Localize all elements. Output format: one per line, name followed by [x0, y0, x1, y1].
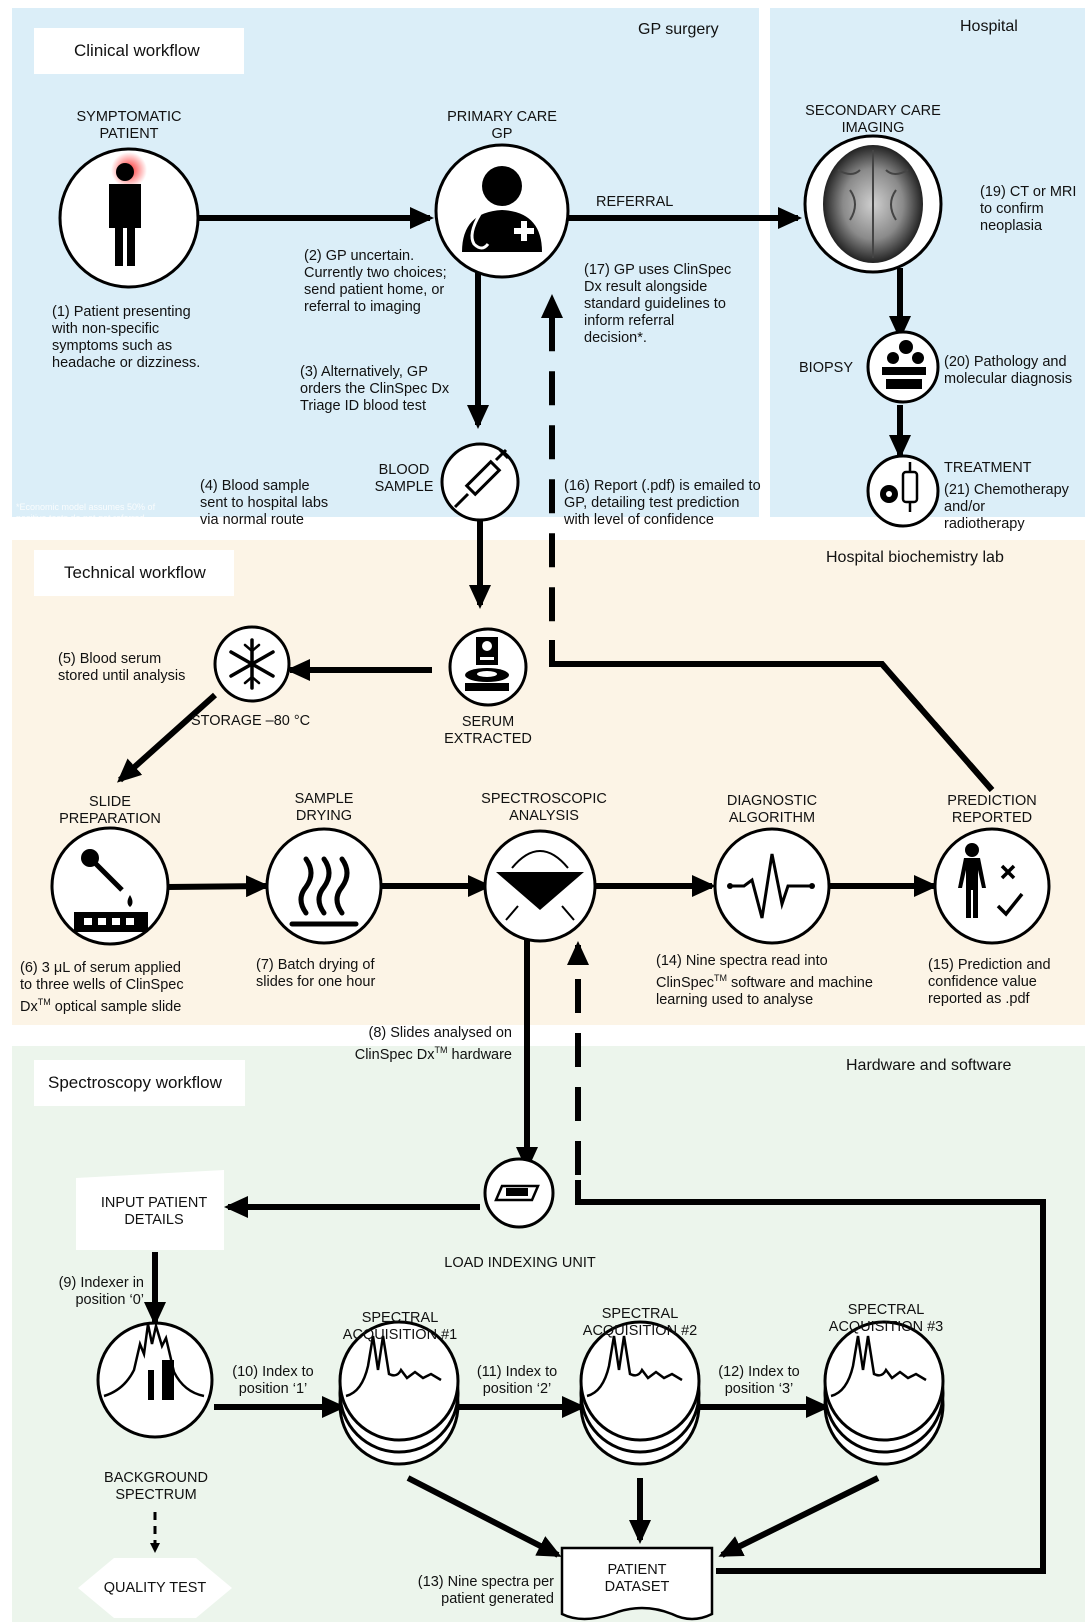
blood-sample-node — [440, 442, 520, 522]
step-15: (15) Prediction and confidence value rep… — [928, 957, 1051, 1007]
brain-scan-icon — [823, 145, 923, 263]
technical-workflow-title: Technical workflow — [34, 550, 234, 596]
prediction-title: PREDICTION REPORTED — [947, 793, 1037, 826]
storage-title: STORAGE –80 °C — [191, 713, 311, 729]
step-10: (10) Index to position ‘1’ — [232, 1364, 314, 1397]
spectrum-stack-icon — [830, 1335, 927, 1398]
step-8: (8) Slides analysed on ClinSpec DxTM har… — [354, 1025, 512, 1063]
arrow-acq3-to-dataset — [718, 1475, 880, 1558]
spectro-title: SPECTROSCOPIC ANALYSIS — [481, 791, 607, 824]
spectrum-icon — [103, 1321, 205, 1400]
spectro-node — [483, 829, 597, 943]
indexing-title: LOAD INDEXING UNIT — [444, 1255, 596, 1271]
step-12: (12) Index to position ‘3’ — [718, 1364, 800, 1397]
slide-node — [50, 826, 170, 946]
hospital-panel — [770, 8, 1085, 517]
background-title: BACKGROUND SPECTRUM — [104, 1470, 208, 1503]
acq3-title: SPECTRAL ACQUISITION #3 — [828, 1302, 944, 1335]
doctor-icon — [462, 166, 542, 252]
heat-waves-icon — [289, 856, 359, 927]
treatment-title: TREATMENT — [944, 460, 1032, 476]
biopsy-node — [866, 330, 940, 404]
step-7: (7) Batch drying of slides for one hour — [256, 957, 376, 990]
surgery-icon — [882, 340, 926, 389]
input-details-node — [76, 1170, 224, 1250]
feedback-dataset-to-spectro — [567, 941, 1046, 1574]
gp-title: PRIMARY CARE GP — [447, 109, 557, 142]
arrow-storage-to-slide — [117, 692, 218, 783]
step-14: (14) Nine spectra read into ClinSpecTM s… — [656, 953, 873, 1008]
input-details-title: INPUT PATIENT DETAILS — [100, 1195, 208, 1228]
arrow-acq1-to-dataset — [406, 1475, 562, 1558]
gp-node — [434, 143, 570, 279]
indexing-node — [483, 1157, 555, 1229]
patient-title: SYMPTOMATIC PATIENT — [76, 109, 182, 142]
pipette-icon — [74, 849, 148, 932]
drying-title: SAMPLE DRYING — [294, 791, 354, 824]
iv-drip-icon — [880, 462, 919, 512]
feedback-solid-part-2 — [575, 1180, 1046, 1574]
feedback-solid-part-1 — [549, 640, 995, 792]
biochemistry-lab-panel — [12, 540, 1085, 1025]
patient-dataset-title: PATIENT DATASET — [604, 1562, 670, 1595]
patient-node — [58, 147, 200, 289]
step-20: (20) Pathology and molecular diagnosis — [944, 354, 1073, 387]
background-node — [96, 1321, 214, 1439]
spectrum-stack-icon — [345, 1335, 442, 1398]
spectroscopy-workflow-title: Spectroscopy workflow — [34, 1060, 245, 1106]
step-16: (16) Report (.pdf) is emailed to GP, det… — [564, 478, 761, 528]
step-2: (2) GP uncertain. Currently two choices;… — [304, 248, 447, 315]
algorithm-node — [713, 827, 831, 945]
algorithm-title: DIAGNOSTIC ALGORITHM — [726, 793, 818, 826]
clinical-workflow-title: Clinical workflow — [34, 28, 244, 74]
slide-title: SLIDE PREPARATION — [59, 794, 161, 827]
acq3-node — [823, 1320, 945, 1466]
gp-surgery-label: GP surgery — [638, 21, 719, 38]
quality-test-node — [78, 1558, 232, 1618]
acq2-node — [579, 1320, 701, 1466]
treatment-node — [866, 454, 940, 528]
serum-title: SERUM EXTRACTED — [444, 714, 532, 747]
hardware-software-label: Hardware and software — [846, 1057, 1012, 1074]
spectrum-stack-icon — [586, 1335, 683, 1398]
step-5: (5) Blood serum stored until analysis — [58, 651, 186, 684]
referral-label: REFERRAL — [596, 194, 674, 210]
indexing-unit-icon — [494, 1184, 540, 1202]
person-icon — [109, 152, 147, 266]
acq1-node — [338, 1320, 460, 1466]
arrow-slide-to-drying — [167, 875, 270, 898]
quality-test-title: QUALITY TEST — [103, 1580, 207, 1596]
step-4: (4) Blood sample sent to hospital labs v… — [200, 478, 329, 528]
hospital-label: Hospital — [960, 18, 1018, 35]
step-3: (3) Alternatively, GP orders the ClinSpe… — [300, 364, 450, 414]
footnote: *Economic model assumes 50% of positive … — [16, 502, 156, 523]
step-19: (19) CT or MRI to confirm neoplasia — [980, 184, 1077, 234]
prediction-node — [933, 827, 1051, 945]
step-6: (6) 3 μL of serum applied to three wells… — [20, 960, 184, 1015]
centrifuge-icon — [465, 637, 509, 691]
biochemistry-lab-label: Hospital biochemistry lab — [826, 549, 1004, 566]
syringe-icon — [453, 448, 510, 509]
biopsy-title: BIOPSY — [799, 360, 853, 376]
step-17: (17) GP uses ClinSpec Dx result alongsid… — [584, 262, 732, 346]
step-9: (9) Indexer in position ‘0’ — [58, 1275, 144, 1308]
step-21: (21) Chemotherapy and/or radiotherapy — [944, 482, 1069, 532]
acq2-title: SPECTRAL ACQUISITION #2 — [582, 1306, 698, 1339]
patient-dataset-node — [560, 1546, 714, 1621]
imaging-node — [803, 134, 943, 274]
step-11: (11) Index to position ‘2’ — [476, 1364, 558, 1397]
acq1-title: SPECTRAL ACQUISITION #1 — [342, 1310, 458, 1343]
step-13: (13) Nine spectra per patient generated — [417, 1574, 554, 1607]
waveform-icon — [727, 853, 815, 919]
blood-sample-title: BLOOD SAMPLE — [374, 462, 434, 495]
body-result-icon — [958, 843, 1024, 918]
snowflake-icon — [229, 638, 275, 690]
drying-node — [265, 827, 383, 945]
storage-node — [213, 625, 291, 703]
step-1: (1) Patient presenting with non-specific… — [52, 304, 201, 371]
imaging-title: SECONDARY CARE IMAGING — [805, 103, 941, 136]
serum-node — [448, 627, 528, 707]
prism-icon — [496, 850, 584, 921]
